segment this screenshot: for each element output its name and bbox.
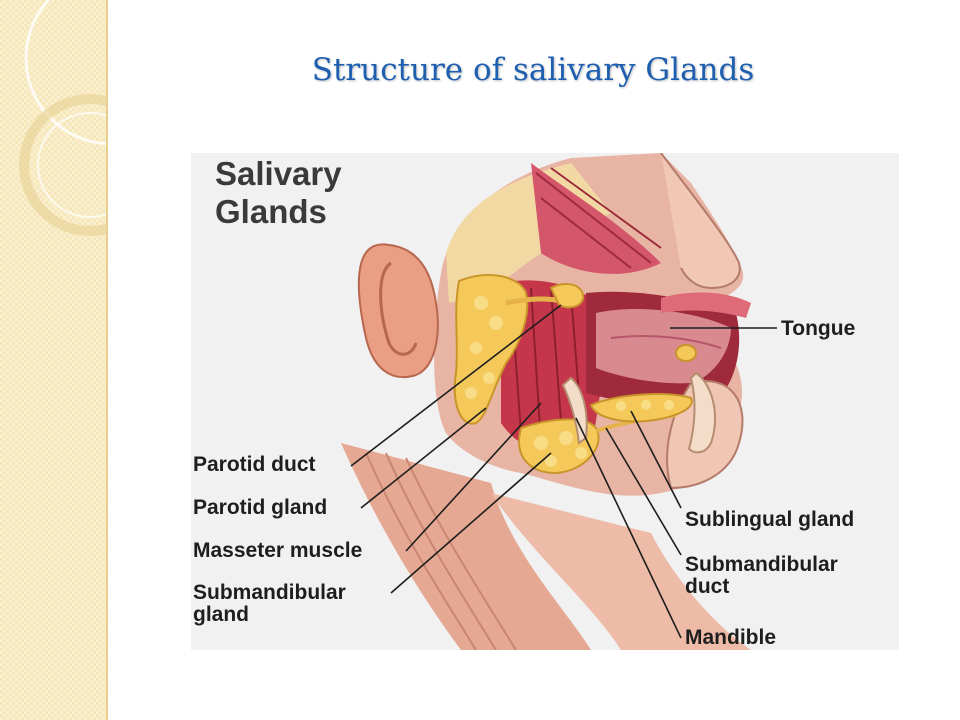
decorative-side-strip (0, 0, 108, 720)
decorative-circles (19, 0, 106, 236)
label-submandibular-gland-line1: Submandibular (193, 581, 346, 604)
label-submandibular-duct-line1: Submandibular (685, 553, 838, 576)
label-tongue: Tongue (781, 317, 856, 340)
label-mandible: Mandible (685, 626, 777, 649)
label-submandibular-gland: Submandibular gland (193, 582, 346, 626)
figure-title: Salivary Glands (215, 155, 342, 231)
label-submandibular-duct: Submandibular duct (685, 554, 838, 598)
slide-title: Structure of salivary Glands (311, 52, 755, 88)
label-submandibular-duct-line2: duct (685, 575, 730, 598)
salivary-glands-illustration: Salivary Glands Tongue Parotid duct Paro… (191, 153, 899, 650)
label-sublingual-gland: Sublingual gland (685, 508, 855, 531)
label-masseter-muscle: Masseter muscle (193, 539, 363, 562)
label-parotid-duct: Parotid duct (193, 453, 316, 476)
label-parotid-gland: Parotid gland (193, 496, 328, 519)
figure-title-line1: Salivary (215, 155, 342, 192)
figure-title-line2: Glands (215, 193, 327, 230)
label-submandibular-gland-line2: gland (193, 603, 249, 626)
head-anatomy-drawing (341, 153, 777, 650)
